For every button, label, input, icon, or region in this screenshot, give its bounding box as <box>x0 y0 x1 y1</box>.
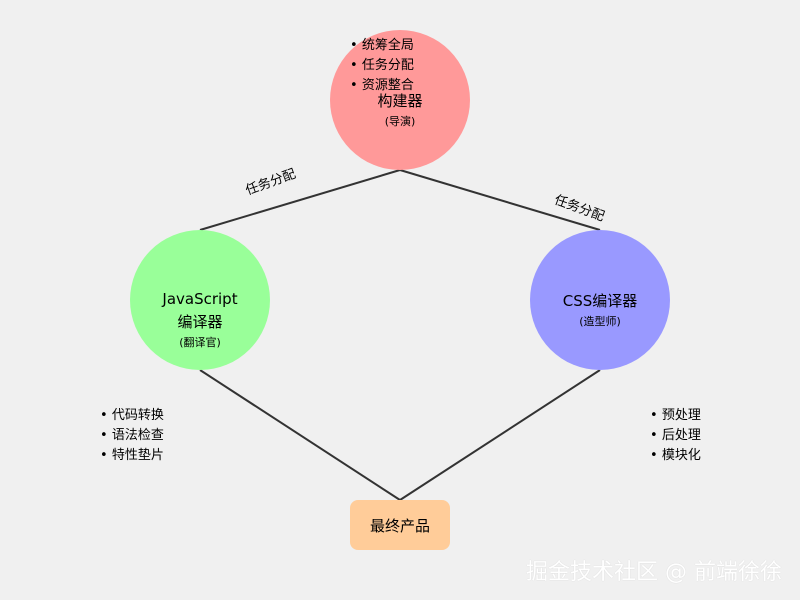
list-item: 统筹全局 <box>350 36 414 56</box>
watermark: 掘金技术社区 @ 前端徐徐 <box>526 560 782 585</box>
js-compiler-bullets: 代码转换 语法检查 特性垫片 <box>100 406 164 466</box>
js-compiler-title-line2: 编译器 <box>177 313 223 331</box>
js-compiler-role: (翻译官) <box>179 336 221 349</box>
edge-label-left: 任务分配 <box>243 166 297 199</box>
edge-builder-css <box>399 169 601 231</box>
final-product-node <box>350 500 450 550</box>
edge-label-right: 任务分配 <box>552 192 606 225</box>
css-compiler-node <box>530 230 670 370</box>
builder-role: (导演) <box>384 115 416 128</box>
js-compiler-node <box>130 230 270 370</box>
builder-title: 构建器 <box>377 92 423 110</box>
edge-css-product <box>399 369 601 501</box>
edge-js-product <box>199 369 401 501</box>
list-item: 模块化 <box>650 446 701 466</box>
css-compiler-role: (造型师) <box>579 315 621 328</box>
list-item: 后处理 <box>650 426 701 446</box>
css-compiler-title: CSS编译器 <box>562 292 638 310</box>
list-item: 资源整合 <box>350 76 414 96</box>
list-item: 代码转换 <box>100 406 164 426</box>
list-item: 任务分配 <box>350 56 414 76</box>
list-item: 预处理 <box>650 406 701 426</box>
js-compiler-title-line1: JavaScript <box>162 290 238 308</box>
list-item: 语法检查 <box>100 426 164 446</box>
list-item: 特性垫片 <box>100 446 164 466</box>
edge-builder-js <box>199 169 401 231</box>
builder-bullets: 统筹全局 任务分配 资源整合 <box>350 36 414 96</box>
final-product-title: 最终产品 <box>369 517 430 535</box>
css-compiler-bullets: 预处理 后处理 模块化 <box>650 406 701 466</box>
